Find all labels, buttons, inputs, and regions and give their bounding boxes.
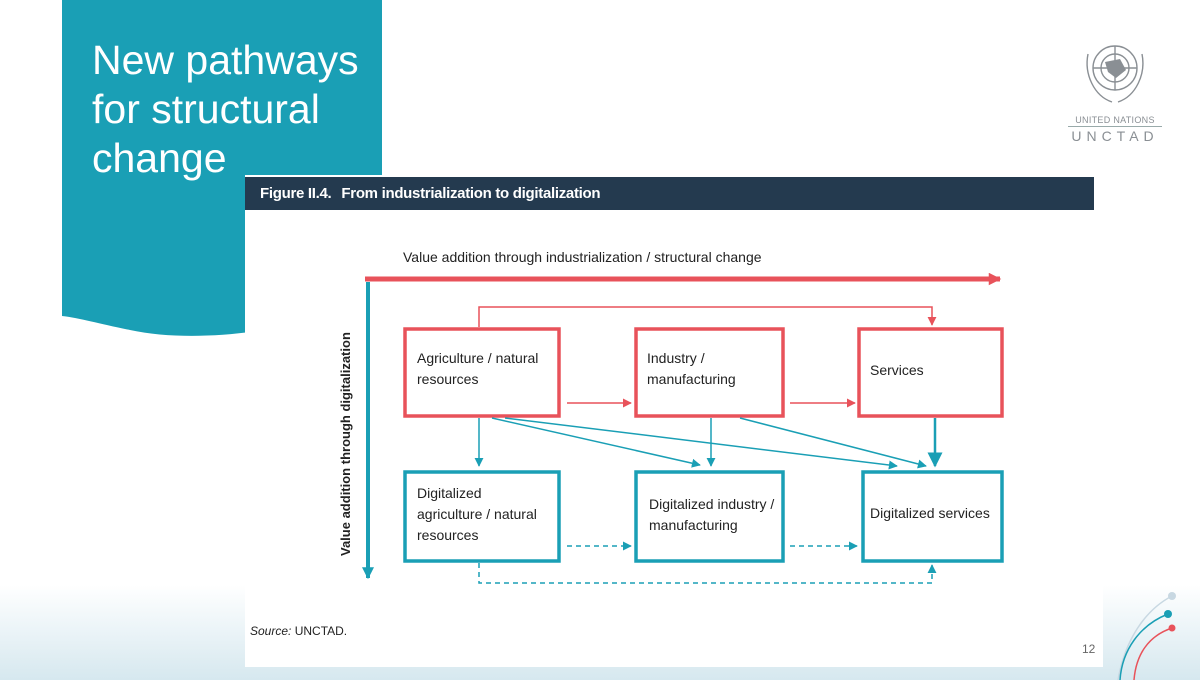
box-industry-label: Industry /manufacturing: [647, 350, 736, 387]
box-digital-services-label: Digitalized services: [870, 505, 990, 521]
source-label: Source:: [250, 624, 292, 638]
y-axis-label: Value addition through digitalization: [338, 332, 353, 556]
corner-dot-teal: [1164, 610, 1172, 618]
page-number: 12: [1082, 642, 1096, 656]
figure-source: Source: UNCTAD.: [250, 624, 347, 638]
dashed-arrow-dig-agri-to-dig-services: [478, 563, 937, 584]
box-digital-industry-label: Digitalized industry /manufacturing: [649, 496, 774, 533]
un-emblem-icon: [1086, 45, 1144, 103]
box-industry: [634, 327, 785, 418]
figure-title: From industrialization to digitalization: [341, 185, 601, 202]
box-digital-agriculture: [403, 470, 561, 563]
arrow-agri-to-services: [478, 306, 937, 327]
corner-arc-red: [1133, 627, 1173, 680]
box-digital-industry: [634, 470, 785, 563]
figure: Figure II.4. From industrialization to di…: [245, 175, 1103, 667]
source-value: UNCTAD.: [294, 624, 348, 638]
logo-united-nations: UNITED NATIONS: [1068, 115, 1162, 127]
figure-label: Figure II.4.: [260, 185, 332, 202]
slide-title: New pathways for structural change: [92, 37, 359, 181]
arrow-industry-to-dig-services: [739, 417, 927, 469]
box-digital-services: [861, 470, 1004, 563]
logo-unctad: UNCTAD: [1071, 128, 1159, 144]
corner-dot-light: [1168, 592, 1176, 600]
figure-header: Figure II.4. From industrialization to di…: [245, 177, 1094, 210]
box-services: [857, 327, 1004, 418]
x-axis-label: Value addition through industrialization…: [403, 249, 762, 265]
corner-arc-teal: [1119, 613, 1169, 680]
arrow-agri-to-dig-industry: [491, 417, 701, 468]
arrow-agri-to-dig-services-1: [504, 417, 898, 470]
corner-arc-light: [1117, 595, 1173, 680]
box-services-label: Services: [870, 362, 924, 378]
box-agriculture: [403, 327, 561, 418]
corner-dot-red: [1168, 624, 1176, 632]
un-logo: UNITED NATIONS UNCTAD: [1068, 34, 1162, 144]
